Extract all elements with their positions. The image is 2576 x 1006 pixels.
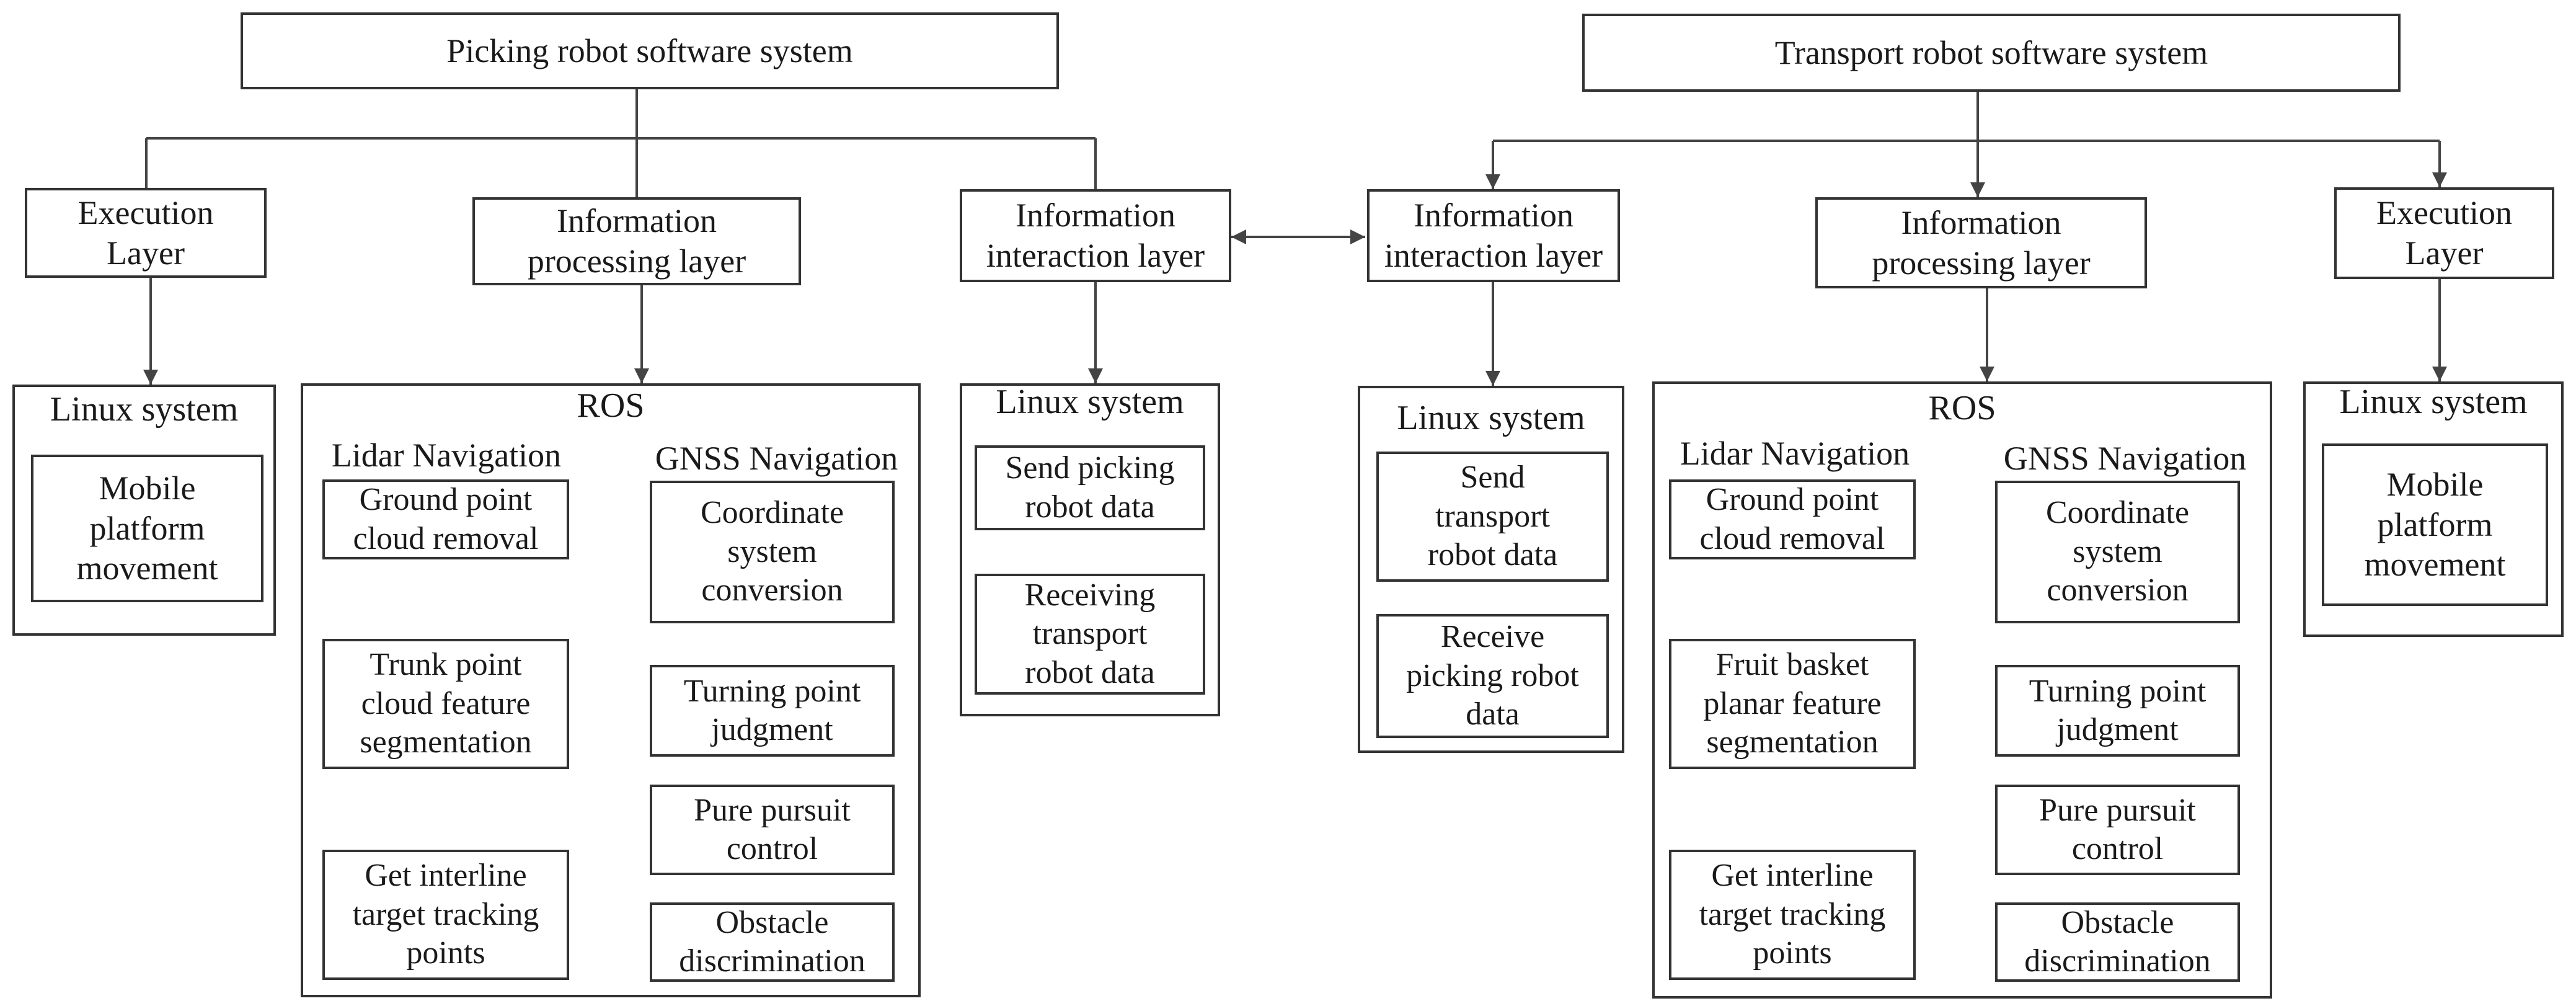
picking-exec-linux-title: Linux system <box>50 390 239 429</box>
picking-mobile-platform-label: Mobile platform movement <box>76 469 218 587</box>
transport-processing-layer: Information processing layer <box>1815 197 2147 288</box>
transport-lidar-step-2-label: Fruit basket planar feature segmentation <box>1703 647 1882 760</box>
transport-gnss-step-2-label: Turning point judgment <box>2029 673 2206 747</box>
picking-system-title: Picking robot software system <box>446 32 853 69</box>
transport-exec-linux-item: Mobile platform movement <box>2322 443 2548 606</box>
transport-execution-layer-label: Execution Layer <box>2376 194 2512 272</box>
picking-execution-layer: Execution Layer <box>25 188 267 278</box>
picking-lidar-step-2: Trunk point cloud feature segmentation <box>322 639 569 769</box>
transport-send-data-box: Send transport robot data <box>1376 452 1609 582</box>
picking-system-title-box: Picking robot software system <box>241 12 1059 89</box>
picking-gnss-step-1: Coordinate system conversion <box>650 481 895 623</box>
picking-lidar-title: Lidar Navigation <box>331 436 562 474</box>
picking-gnss-step-4: Obstacle discrimination <box>650 902 895 982</box>
picking-gnss-step-4-label: Obstacle discrimination <box>679 904 865 979</box>
picking-receive-data-label: Receiving transport robot data <box>1024 577 1156 690</box>
picking-lidar-step-2-label: Trunk point cloud feature segmentation <box>360 647 532 760</box>
picking-gnss-step-3-label: Pure pursuit control <box>694 792 851 866</box>
transport-lidar-step-3: Get interline target tracking points <box>1669 850 1916 980</box>
transport-interaction-layer-label: Information interaction layer <box>1384 197 1603 274</box>
picking-lidar-step-1-label: Ground point cloud removal <box>353 482 539 556</box>
picking-execution-layer-label: Execution Layer <box>77 194 214 272</box>
transport-interaction-linux-title: Linux system <box>1397 399 1585 438</box>
transport-send-data-label: Send transport robot data <box>1427 460 1558 573</box>
picking-interaction-layer-label: Information interaction layer <box>986 197 1205 274</box>
transport-gnss-step-1-label: Coordinate system conversion <box>2045 495 2190 608</box>
transport-gnss-step-3-label: Pure pursuit control <box>2039 792 2196 866</box>
transport-system-title: Transport robot software system <box>1774 33 2208 71</box>
transport-exec-linux-title: Linux system <box>2339 383 2528 422</box>
transport-system-title-box: Transport robot software system <box>1582 14 2401 92</box>
picking-lidar-step-3: Get interline target tracking points <box>322 850 569 980</box>
picking-gnss-step-3: Pure pursuit control <box>650 785 895 875</box>
transport-lidar-step-1-label: Ground point cloud removal <box>1699 482 1885 556</box>
picking-gnss-step-1-label: Coordinate system conversion <box>700 495 844 608</box>
transport-gnss-step-3: Pure pursuit control <box>1995 785 2240 875</box>
transport-gnss-step-2: Turning point judgment <box>1995 665 2240 757</box>
transport-mobile-platform-label: Mobile platform movement <box>2364 465 2506 584</box>
transport-lidar-step-1: Ground point cloud removal <box>1669 479 1916 559</box>
transport-gnss-title: GNSS Navigation <box>2003 439 2247 477</box>
picking-ros-title: ROS <box>577 386 645 425</box>
picking-gnss-step-2: Turning point judgment <box>650 665 895 757</box>
picking-lidar-step-1: Ground point cloud removal <box>322 479 569 559</box>
transport-processing-layer-label: Information processing layer <box>1872 203 2091 282</box>
picking-interaction-layer: Information interaction layer <box>960 189 1231 282</box>
transport-execution-layer: Execution Layer <box>2334 187 2554 279</box>
transport-gnss-step-1: Coordinate system conversion <box>1995 481 2240 623</box>
picking-gnss-title: GNSS Navigation <box>655 439 898 477</box>
picking-lidar-step-3-label: Get interline target tracking points <box>352 858 539 971</box>
transport-ros-title: ROS <box>1928 389 1996 428</box>
transport-receive-data-box: Receive picking robot data <box>1376 614 1609 738</box>
picking-exec-linux-item: Mobile platform movement <box>31 455 263 602</box>
picking-send-data-box: Send picking robot data <box>975 445 1205 530</box>
transport-lidar-step-2: Fruit basket planar feature segmentation <box>1669 639 1916 769</box>
transport-lidar-step-3-label: Get interline target tracking points <box>1699 858 1886 971</box>
transport-gnss-step-4: Obstacle discrimination <box>1995 902 2240 982</box>
picking-processing-layer: Information processing layer <box>472 197 801 285</box>
picking-receive-data-box: Receiving transport robot data <box>975 574 1205 695</box>
transport-interaction-layer: Information interaction layer <box>1367 189 1620 282</box>
picking-interaction-linux-title: Linux system <box>996 383 1184 422</box>
picking-gnss-step-2-label: Turning point judgment <box>683 673 861 747</box>
transport-receive-data-label: Receive picking robot data <box>1406 619 1579 732</box>
transport-lidar-title: Lidar Navigation <box>1680 434 1910 472</box>
transport-gnss-step-4-label: Obstacle discrimination <box>2024 904 2211 979</box>
picking-send-data-label: Send picking robot data <box>1005 450 1175 525</box>
picking-processing-layer-label: Information processing layer <box>527 202 746 280</box>
